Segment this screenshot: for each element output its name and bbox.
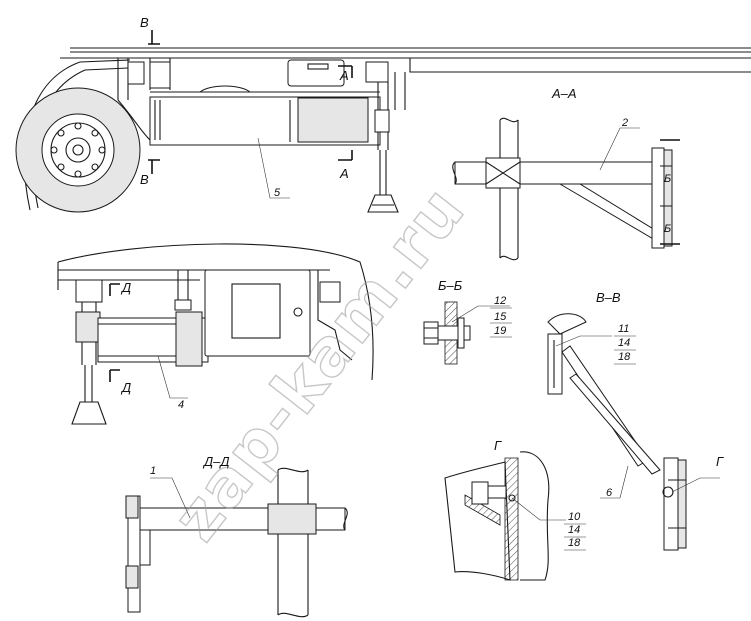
callout-2: 2 <box>621 117 628 129</box>
bb-stack-3: 19 <box>494 325 506 337</box>
cut-mark-v-top: В <box>140 15 149 30</box>
cut-mark-b-top: Б <box>664 173 671 185</box>
section-bb <box>423 301 510 365</box>
labels: В В А А 5 А–А 2 Б Б Д Д 4 Б–Б 12 15 19 В… <box>120 15 724 551</box>
section-aa <box>452 117 680 261</box>
cut-mark-b-bottom: Б <box>664 223 671 235</box>
section-vv <box>547 313 720 551</box>
section-dd <box>125 467 348 618</box>
g-stack-3: 18 <box>568 537 581 549</box>
g-stack-2: 14 <box>568 524 580 536</box>
cut-mark-v-bottom: В <box>140 172 149 187</box>
cut-mark-g: Г <box>716 454 724 469</box>
detail-g <box>444 451 566 581</box>
bb-stack-1: 12 <box>494 295 506 307</box>
vv-stack-2: 14 <box>618 337 630 349</box>
trailer-side-view <box>15 30 751 213</box>
section-title-vv: В–В <box>596 290 621 305</box>
support-leg-mid <box>71 279 107 425</box>
callout-5: 5 <box>274 187 281 199</box>
callout-6: 6 <box>606 487 613 499</box>
g-stack-1: 10 <box>568 511 581 523</box>
cut-mark-d-bottom: Д <box>120 380 131 395</box>
cut-mark-a-top: А <box>339 68 349 83</box>
section-title-bb: Б–Б <box>438 278 463 293</box>
cut-mark-a-bottom: А <box>339 166 349 181</box>
trailer-middle-view <box>57 243 374 425</box>
section-title-aa: А–А <box>551 86 577 101</box>
cut-mark-d-top: Д <box>120 280 131 295</box>
section-title-dd: Д–Д <box>202 454 230 469</box>
vv-stack-1: 11 <box>618 323 629 335</box>
watermark-text: zap-kam.ru <box>159 173 480 555</box>
callout-1: 1 <box>150 465 156 477</box>
callout-4: 4 <box>178 399 184 411</box>
section-title-g: Г <box>494 438 502 453</box>
support-leg-top <box>365 61 399 213</box>
vv-stack-3: 18 <box>618 351 631 363</box>
bb-stack-2: 15 <box>494 311 507 323</box>
